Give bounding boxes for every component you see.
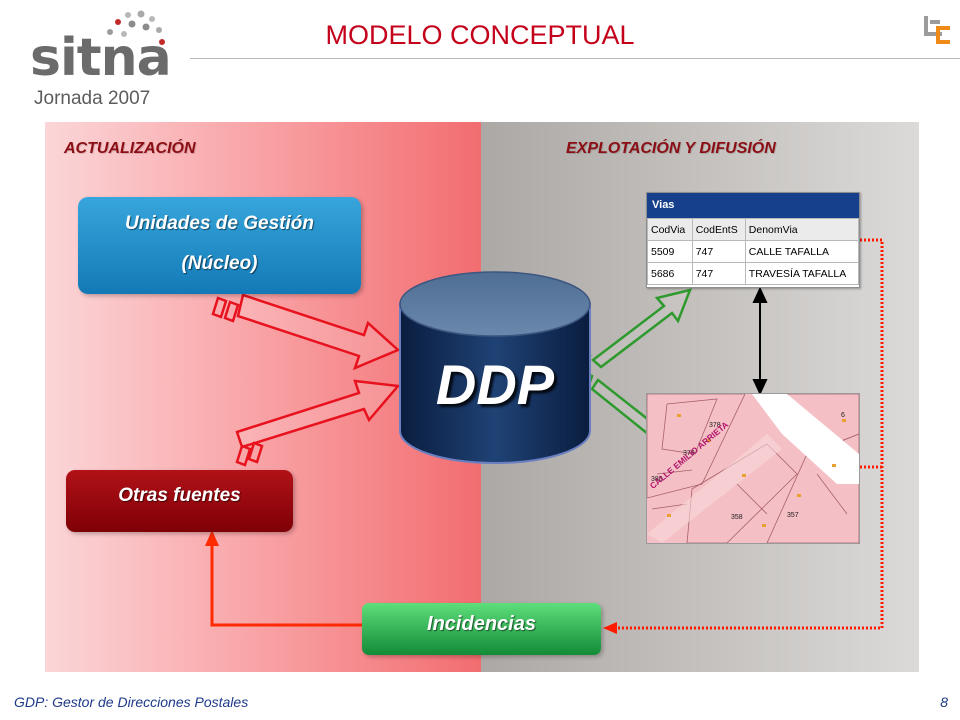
- section-label-explotacion: EXPLOTACIÓN Y DIFUSIÓN: [566, 140, 776, 157]
- ddp-label: DDP: [435, 353, 555, 416]
- table-cell: 5686: [647, 262, 693, 285]
- dot-arc-icon: [107, 10, 165, 45]
- link-table-map: [752, 286, 768, 396]
- section-label-actualizacion: ACTUALIZACIÓN: [64, 140, 196, 157]
- arrow-ddp-to-table: [591, 288, 693, 369]
- parcel-number: 379: [683, 450, 695, 457]
- logo-subtitle: Jornada 2007: [34, 88, 151, 109]
- table-header-row: CodVia CodEntS DenomVia: [647, 218, 860, 241]
- table-row: 5509 747 CALLE TAFALLA: [647, 240, 860, 263]
- table-cell: 747: [691, 262, 746, 285]
- incidencias-box: [362, 603, 601, 655]
- logo-word: sitna: [30, 28, 172, 88]
- parcel-number: 357: [787, 512, 799, 519]
- otras-fuentes-label: Otras fuentes: [118, 485, 241, 506]
- sitna-logo: [28, 8, 178, 112]
- page-title: MODELO CONCEPTUAL: [325, 20, 635, 50]
- feedback-arrowhead: [603, 622, 617, 634]
- arrow-unidades-to-ddp: [236, 293, 401, 371]
- feedback-dotted-path: [615, 238, 884, 630]
- parcel-number: 358: [731, 514, 743, 521]
- ddp-database-icon: [399, 271, 591, 464]
- table-cell: CALLE TAFALLA: [744, 240, 860, 263]
- table-cell: 747: [691, 240, 746, 263]
- cadastral-map: 378 379 380 358 357 6 CALLE EMILIO ARRIE…: [646, 393, 860, 544]
- gestor-logo-icon: [920, 12, 954, 44]
- otras-fuentes-box: [66, 470, 293, 532]
- unidades-subtitle: (Núcleo): [181, 253, 258, 274]
- table-title: Vias: [647, 193, 859, 218]
- table-header-cell: DenomVia: [744, 218, 860, 241]
- table-row: 5686 747 TRAVESÍA TAFALLA: [647, 262, 860, 285]
- table-header-cell: CodVia: [647, 218, 693, 241]
- unidades-gestion-box: [78, 197, 361, 294]
- parcel-number: 378: [709, 422, 721, 429]
- title-divider: [190, 58, 960, 59]
- parcel-number: 380: [651, 476, 663, 483]
- table-header-cell: CodEntS: [691, 218, 746, 241]
- incidencias-label: Incidencias: [427, 613, 536, 635]
- parcel-number: 6: [841, 412, 845, 419]
- arrow-incidencias-to-otras: [210, 544, 362, 627]
- page-number: 8: [940, 694, 948, 710]
- unidades-title: Unidades de Gestión: [125, 213, 314, 234]
- arrow-otras-to-ddp: [235, 379, 401, 449]
- footer-text: GDP: Gestor de Direcciones Postales: [14, 694, 249, 710]
- vias-table: Vias CodVia CodEntS DenomVia 5509 747 CA…: [646, 192, 860, 288]
- table-cell: TRAVESÍA TAFALLA: [744, 262, 860, 285]
- table-cell: 5509: [647, 240, 693, 263]
